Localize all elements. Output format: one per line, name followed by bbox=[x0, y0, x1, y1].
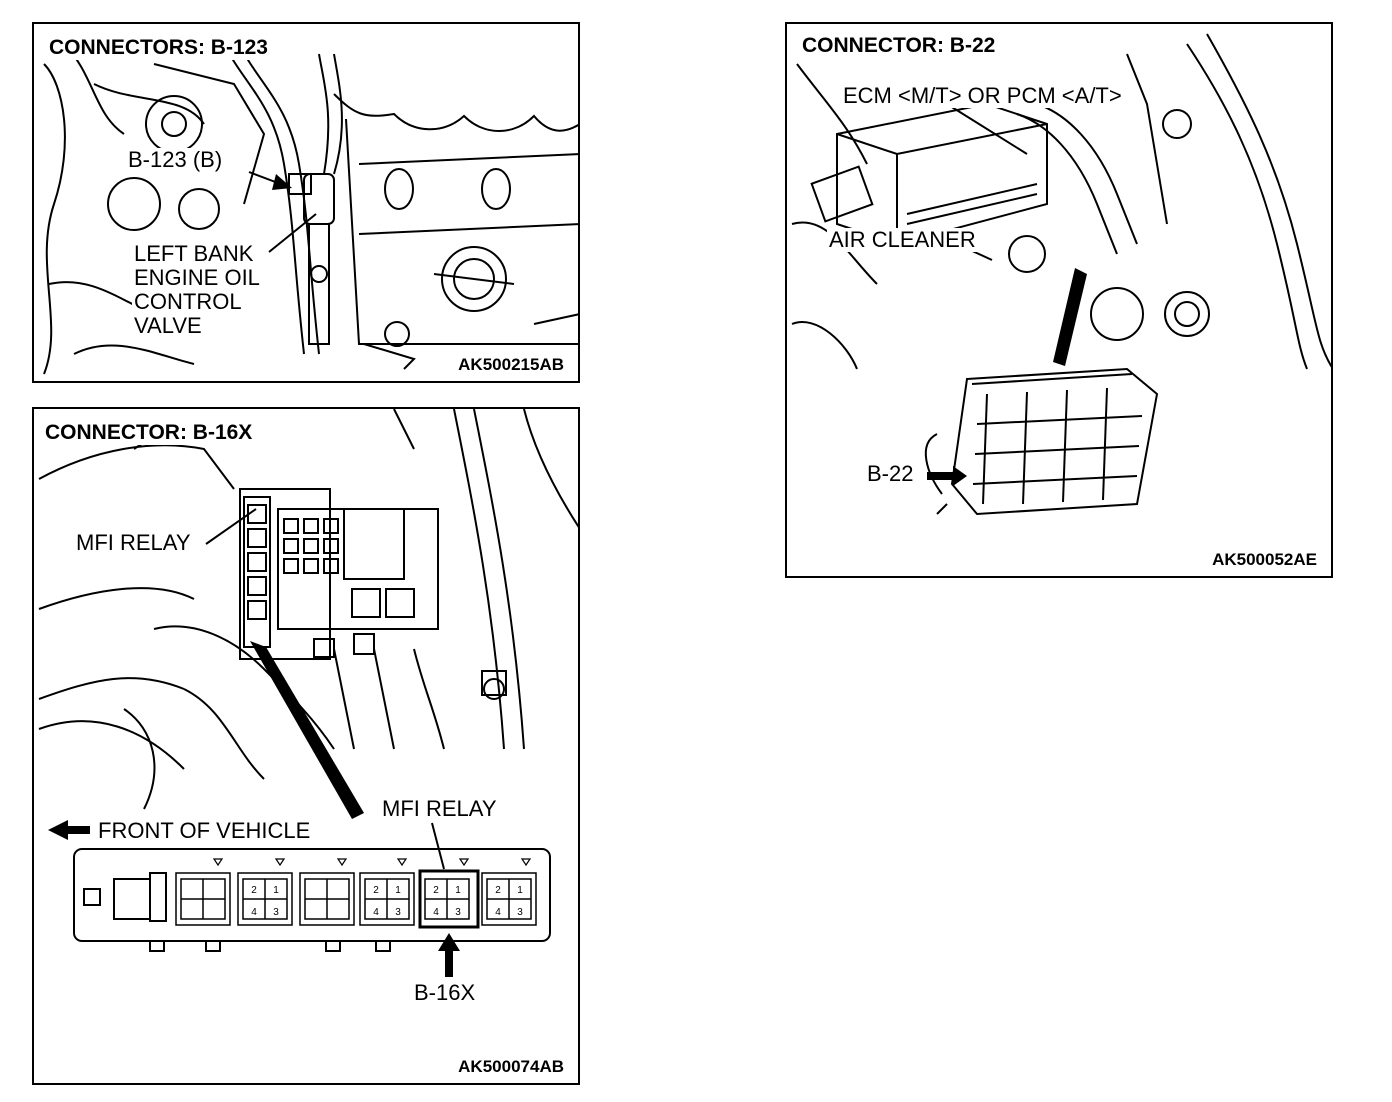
pin-label: 1 bbox=[517, 885, 523, 896]
pin-label: 3 bbox=[517, 907, 523, 918]
panel-title: CONNECTORS: B-123 bbox=[46, 36, 271, 60]
label-connector-b22: B-22 bbox=[865, 461, 916, 486]
panel-connector-b22: CONNECTOR: B-22 ECM <M/T> OR PCM <A/T> A… bbox=[785, 22, 1333, 578]
panel-connector-b16x: 2 1 4 3 2 1 4 3 2 1 4 3 2 1 4 3 CONNECTO… bbox=[32, 407, 580, 1085]
pin-label: 2 bbox=[251, 885, 257, 896]
pin-label: 3 bbox=[395, 907, 401, 918]
label-mfi-relay-top: MFI RELAY bbox=[74, 530, 193, 555]
figure-code: AK500215AB bbox=[456, 355, 566, 375]
pin-label: 2 bbox=[433, 885, 439, 896]
pin-label: 1 bbox=[395, 885, 401, 896]
label-left-bank-engine-oil-control-valve: LEFT BANK ENGINE OIL CONTROL VALVE bbox=[132, 241, 262, 338]
label-mfi-relay-bottom: MFI RELAY bbox=[380, 796, 499, 821]
pin-label: 1 bbox=[273, 885, 279, 896]
label-air-cleaner: AIR CLEANER bbox=[827, 227, 978, 252]
panel-title: CONNECTOR: B-22 bbox=[799, 34, 999, 58]
relay-box-illustration-b16x: 2 1 4 3 2 1 4 3 2 1 4 3 2 1 4 3 bbox=[38, 409, 578, 977]
pin-label: 3 bbox=[273, 907, 279, 918]
pin-label: 2 bbox=[373, 885, 379, 896]
pin-label: 2 bbox=[495, 885, 501, 896]
pin-label: 4 bbox=[373, 907, 379, 918]
figure-code: AK500052AE bbox=[1210, 550, 1319, 570]
pin-label: 3 bbox=[455, 907, 461, 918]
panel-title: CONNECTOR: B-16X bbox=[42, 421, 256, 445]
pin-label: 4 bbox=[433, 907, 439, 918]
pin-label: 4 bbox=[495, 907, 501, 918]
pin-label: 4 bbox=[251, 907, 257, 918]
ecm-illustration-b22 bbox=[791, 33, 1331, 516]
pin-label: 1 bbox=[455, 885, 461, 896]
panel-connectors-b123: CONNECTORS: B-123 B-123 (B) LEFT BANK EN… bbox=[32, 22, 580, 383]
figure-code: AK500074AB bbox=[456, 1057, 566, 1077]
label-connector-b16x: B-16X bbox=[412, 980, 478, 1005]
callout-b123-b: B-123 (B) bbox=[126, 147, 225, 172]
label-front-of-vehicle: FRONT OF VEHICLE bbox=[96, 818, 313, 843]
label-ecm-pcm: ECM <M/T> OR PCM <A/T> bbox=[841, 83, 1124, 108]
engine-bay-illustration-b123 bbox=[43, 43, 578, 375]
